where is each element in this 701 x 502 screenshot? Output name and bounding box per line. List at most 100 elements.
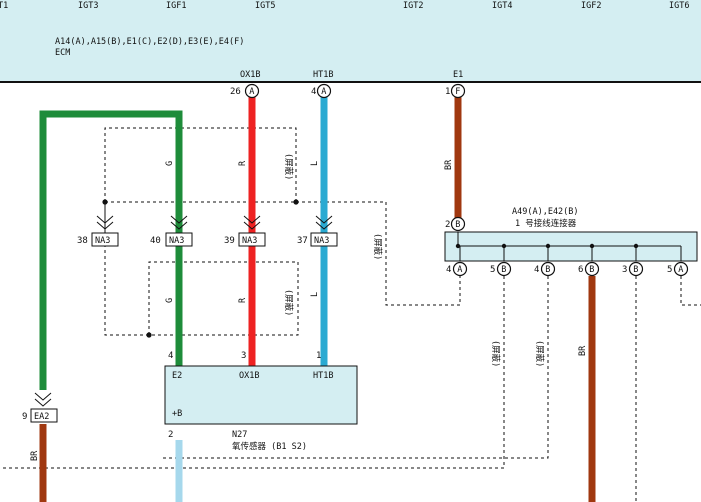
- ecm-pin-signal: OX1B: [240, 70, 260, 80]
- oxygen-sensor-n27: 4 3 1 E2 OX1B HT1B +B 2 N27 氧传感器 (B1 S2): [164, 351, 358, 452]
- ecm-top-label: IGT3: [78, 1, 98, 11]
- junction-output-pin: [628, 261, 644, 277]
- shield-drop-1: [0, 276, 505, 469]
- ecm-top-label: IGT4: [492, 1, 512, 11]
- sensor-pin-number: 1: [316, 351, 321, 361]
- junction-pin-letter: B: [455, 220, 460, 230]
- ecm-name: ECM: [55, 48, 70, 58]
- na3-connector-39: 39 NA3: [224, 215, 266, 247]
- na3-connector-37: 37 NA3: [297, 215, 338, 247]
- connector-box: [30, 408, 58, 423]
- wire-code-label: BR: [578, 345, 588, 356]
- ecm-pin-signal: HT1B: [313, 70, 333, 80]
- junction-pin-number: 3: [622, 265, 627, 275]
- junction-node-dot: [633, 243, 639, 249]
- connector-box: [165, 232, 193, 247]
- junction-pin-number: 4: [446, 265, 451, 275]
- connector-label: NA3: [169, 236, 184, 246]
- connector-number: 37: [297, 236, 308, 246]
- wire-code-label: BR: [30, 450, 40, 461]
- ecm-top-label: IGF1: [166, 1, 186, 11]
- connector-box: [238, 232, 266, 247]
- connector-box: [91, 232, 119, 247]
- sensor-pin-number: 3: [241, 351, 246, 361]
- sensor-box: [164, 365, 358, 425]
- junction-pin-number: 5: [490, 265, 495, 275]
- shield-upper-bond: [296, 201, 461, 306]
- sensor-pin-label: OX1B: [239, 371, 259, 381]
- connector-label: NA3: [314, 236, 329, 246]
- junction-output-pin: [584, 261, 600, 277]
- sensor-code: N27: [232, 430, 247, 440]
- junction-output-pin: [540, 261, 556, 277]
- junction-output-pin: [496, 261, 512, 277]
- shield-lower: [104, 202, 299, 336]
- sensor-name: 氧传感器 (B1 S2): [232, 441, 307, 452]
- ecm-pin-signal: E1: [453, 70, 463, 80]
- ea2-connector: 9 EA2: [22, 392, 58, 423]
- junction-pin-number: 4: [534, 265, 539, 275]
- wire-green-e2: [39, 110, 183, 390]
- shield-label: (屏蔽): [372, 233, 383, 260]
- sensor-pin-label: HT1B: [313, 371, 333, 381]
- wire-code-label: BR: [444, 159, 454, 170]
- shield-drop-4: [680, 276, 701, 306]
- ecm-pin-letter: A: [249, 87, 254, 97]
- wire-code-label: R: [238, 160, 248, 166]
- junction-node-dot: [501, 243, 507, 249]
- connector-number: 40: [150, 236, 161, 246]
- ecm-pin-letter: F: [455, 87, 460, 97]
- ecm-top-label: IGT2: [403, 1, 423, 11]
- ecm-block: [0, 0, 701, 82]
- junction-pin-letter: A: [457, 265, 462, 275]
- junction-node-dot: [545, 243, 551, 249]
- sensor-plusb-label: +B: [172, 409, 182, 419]
- connector-box: [310, 232, 338, 247]
- shield-junction-dot: [146, 332, 152, 338]
- connector-chevron-icon: [243, 215, 261, 230]
- junction-pin-number: 2: [445, 220, 450, 230]
- connector-number: 38: [77, 236, 88, 246]
- shield-drop-2: [163, 276, 549, 459]
- na3-connector-40: 40 NA3: [150, 215, 193, 247]
- wire-code-label: G: [165, 298, 175, 303]
- shield-label: (屏蔽): [283, 153, 294, 180]
- junction-output-pin: [673, 261, 689, 277]
- shield-upper: [104, 127, 297, 202]
- connector-label: EA2: [34, 412, 49, 422]
- wire-code-label: L: [310, 292, 320, 297]
- ecm-pin-number: 26: [230, 87, 241, 97]
- junction-title: A49(A),E42(B): [512, 207, 579, 217]
- ecm-top-label: T1: [0, 1, 8, 11]
- ecm-pin-ht1b: [316, 83, 332, 99]
- junction-pin-letter: B: [633, 265, 638, 275]
- ecm-pin-number: 1: [445, 87, 450, 97]
- ecm-top-label: IGT5: [255, 1, 275, 11]
- connector-chevron-icon: [34, 392, 52, 407]
- wire-code-label: G: [165, 161, 175, 166]
- shield-label: (屏蔽): [283, 289, 294, 316]
- ecm-top-label: IGT6: [669, 1, 689, 11]
- junction-pin-number: 5: [667, 265, 672, 275]
- junction-connector-1: A49(A),E42(B) 1 号接线连接器 2 B 4 A 5 B 4 B 6: [444, 207, 698, 277]
- connector-label: NA3: [242, 236, 257, 246]
- shield-junction-dot: [293, 199, 299, 205]
- connector-number: 39: [224, 236, 235, 246]
- junction-pin-number: 6: [578, 265, 583, 275]
- shield-label: (屏蔽): [490, 340, 501, 367]
- junction-node-dot: [455, 243, 461, 249]
- junction-pin-letter: B: [501, 265, 506, 275]
- connector-number: 9: [22, 412, 27, 422]
- junction-node-dot: [589, 243, 595, 249]
- sensor-pin-number: 4: [168, 351, 173, 361]
- sensor-pin-label: E2: [172, 371, 182, 381]
- junction-output-pin: [452, 261, 468, 277]
- ecm-pin-e1: [450, 83, 466, 99]
- wire-code-label: L: [310, 161, 320, 166]
- junction-pin-letter: B: [545, 265, 550, 275]
- junction-name: 1 号接线连接器: [515, 218, 577, 229]
- connector-chevron-icon: [96, 215, 114, 230]
- na3-connector-38: 38 NA3: [77, 215, 119, 247]
- junction-input-pin: [450, 216, 466, 232]
